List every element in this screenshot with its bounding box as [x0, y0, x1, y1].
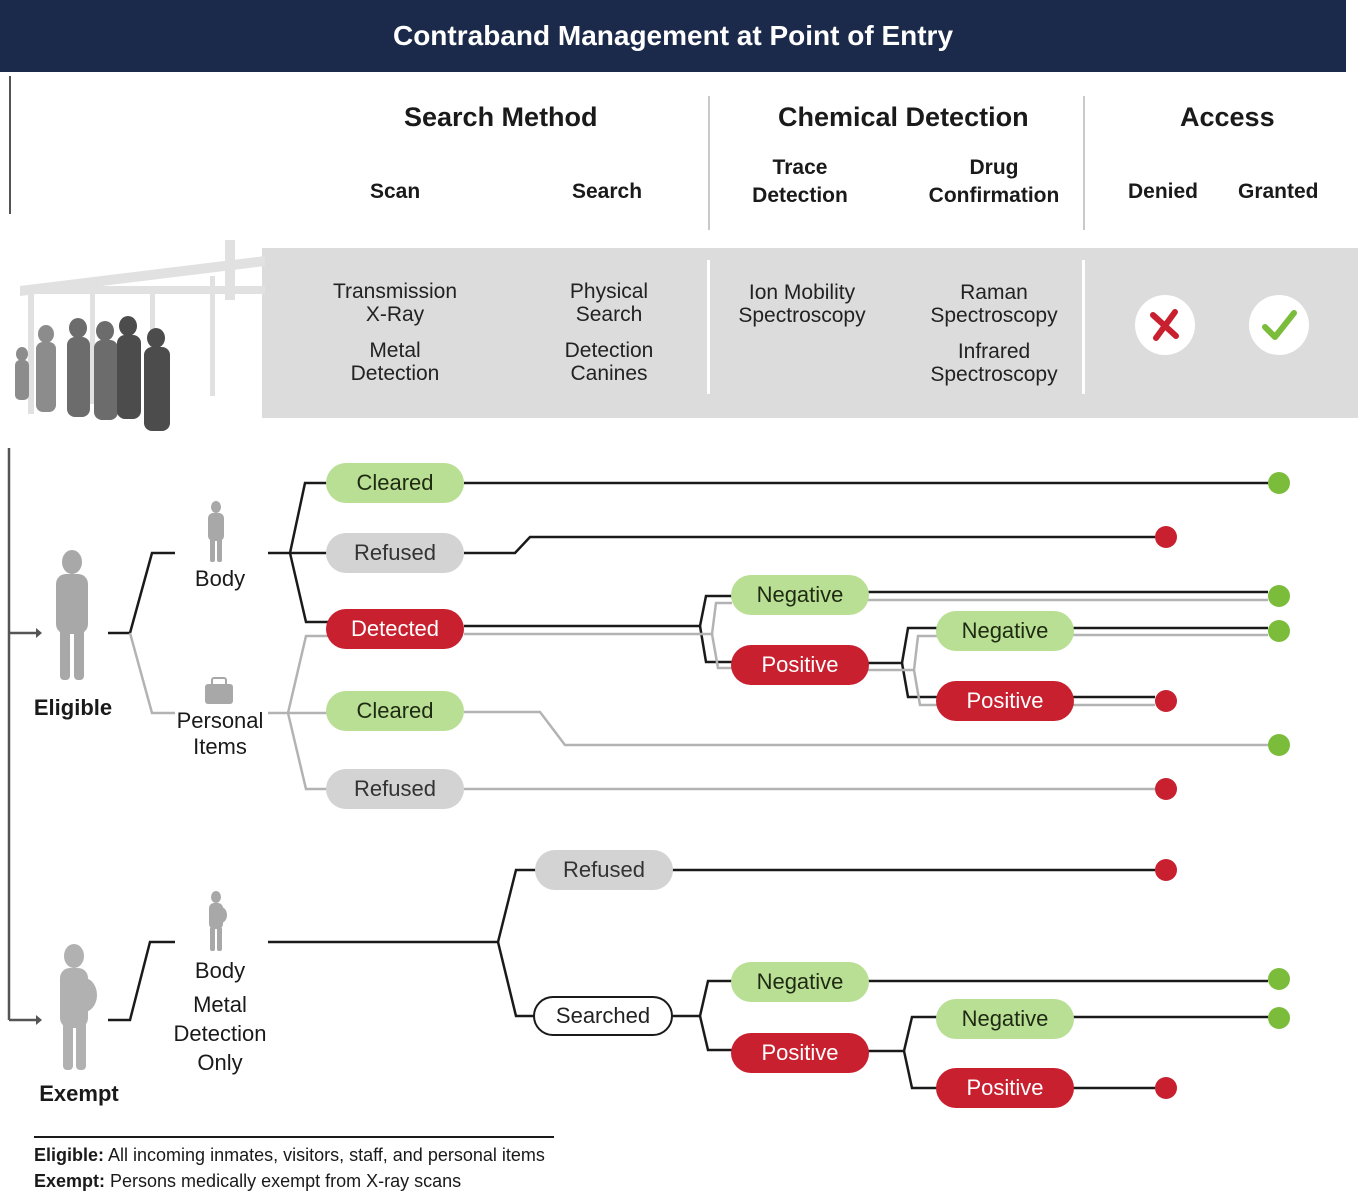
exempt-outcome-trace-negative: Negative	[731, 962, 869, 1002]
body-icon	[208, 501, 224, 562]
header-access: Access	[1180, 102, 1275, 132]
band-divider	[1082, 260, 1085, 394]
outcome-trace-negative: Negative	[731, 575, 869, 615]
exempt-body-icon	[209, 891, 227, 951]
exempt-body-label: Body	[194, 958, 246, 983]
band-divider	[707, 260, 710, 394]
access-granted-dot	[1268, 585, 1290, 607]
method-ion-mobility: Ion Mobility Spectroscopy	[738, 281, 866, 327]
header-chemical-detection: Chemical Detection	[778, 102, 1029, 132]
outcome-refused-items: Refused	[326, 769, 464, 809]
access-granted-dot	[1268, 968, 1290, 990]
method-detection-canines: Detection Canines	[564, 339, 654, 385]
method-infrared: Infrared Spectroscopy	[930, 340, 1058, 386]
outcome-cleared-body: Cleared	[326, 463, 464, 503]
exempt-outcome-drug-negative: Negative	[936, 999, 1074, 1039]
crowd-illustration	[15, 240, 265, 431]
outcome-trace-positive: Positive	[731, 645, 869, 685]
granted-badge	[1249, 295, 1309, 355]
exempt-label: Exempt	[39, 1081, 119, 1106]
header-divider	[1083, 96, 1085, 230]
access-denied-dot	[1155, 1077, 1177, 1099]
footnote-eligible-term: Eligible:	[34, 1145, 105, 1165]
footnote-eligible: Eligible: All incoming inmates, visitors…	[34, 1142, 554, 1168]
header-divider	[708, 96, 710, 230]
access-denied-dot	[1155, 690, 1177, 712]
title-bar: Contraband Management at Point of Entry	[0, 0, 1346, 72]
exempt-outcome-drug-positive: Positive	[936, 1068, 1074, 1108]
eligible-label: Eligible	[33, 695, 113, 720]
access-granted-dot	[1268, 472, 1290, 494]
method-metal-detection: Metal Detection	[350, 339, 440, 385]
left-rule	[9, 76, 11, 214]
exempt-person-icon	[60, 944, 97, 1070]
header-granted: Granted	[1238, 180, 1319, 203]
footnote-eligible-text: All incoming inmates, visitors, staff, a…	[104, 1145, 545, 1165]
footnote-exempt-text: Persons medically exempt from X-ray scan…	[105, 1171, 462, 1191]
header-search: Search	[572, 180, 643, 203]
exempt-body-note: Metal Detection Only	[173, 992, 267, 1075]
access-granted-dot	[1268, 620, 1290, 642]
exempt-outcome-searched: Searched	[533, 996, 673, 1036]
denied-badge	[1135, 295, 1195, 355]
outcome-detected: Detected	[326, 609, 464, 649]
header-drug-confirmation: Drug Confirmation	[928, 156, 1060, 207]
outcome-refused-body: Refused	[326, 533, 464, 573]
access-denied-dot	[1155, 778, 1177, 800]
page-title: Contraband Management at Point of Entry	[392, 20, 954, 51]
outcome-cleared-items: Cleared	[326, 691, 464, 731]
outcome-drug-negative: Negative	[936, 611, 1074, 651]
eligible-personal-items-label: Personal Items	[176, 708, 264, 759]
header-denied: Denied	[1128, 180, 1199, 203]
header-search-method: Search Method	[404, 102, 598, 132]
exempt-outcome-refused: Refused	[535, 850, 673, 890]
outcome-drug-positive: Positive	[936, 681, 1074, 721]
exempt-outcome-trace-positive: Positive	[731, 1033, 869, 1073]
check-mark-icon	[1262, 310, 1297, 340]
access-denied-dot	[1155, 859, 1177, 881]
access-granted-dot	[1268, 1007, 1290, 1029]
footnote: Eligible: All incoming inmates, visitors…	[34, 1136, 554, 1194]
x-mark-icon	[1150, 309, 1179, 341]
method-transmission-xray: Transmission X-Ray	[332, 280, 458, 326]
eligible-person-icon	[56, 550, 88, 680]
footnote-exempt-term: Exempt:	[34, 1171, 106, 1191]
eligible-body-label: Body	[194, 566, 246, 591]
method-raman: Raman Spectroscopy	[930, 281, 1058, 327]
method-physical-search: Physical Search	[569, 280, 649, 326]
header-scan: Scan	[370, 180, 421, 203]
access-denied-dot	[1155, 526, 1177, 548]
access-granted-dot	[1268, 734, 1290, 756]
header-trace-detection: Trace Detection	[752, 156, 848, 207]
personal-items-icon	[205, 677, 233, 704]
footnote-exempt: Exempt: Persons medically exempt from X-…	[34, 1168, 554, 1194]
